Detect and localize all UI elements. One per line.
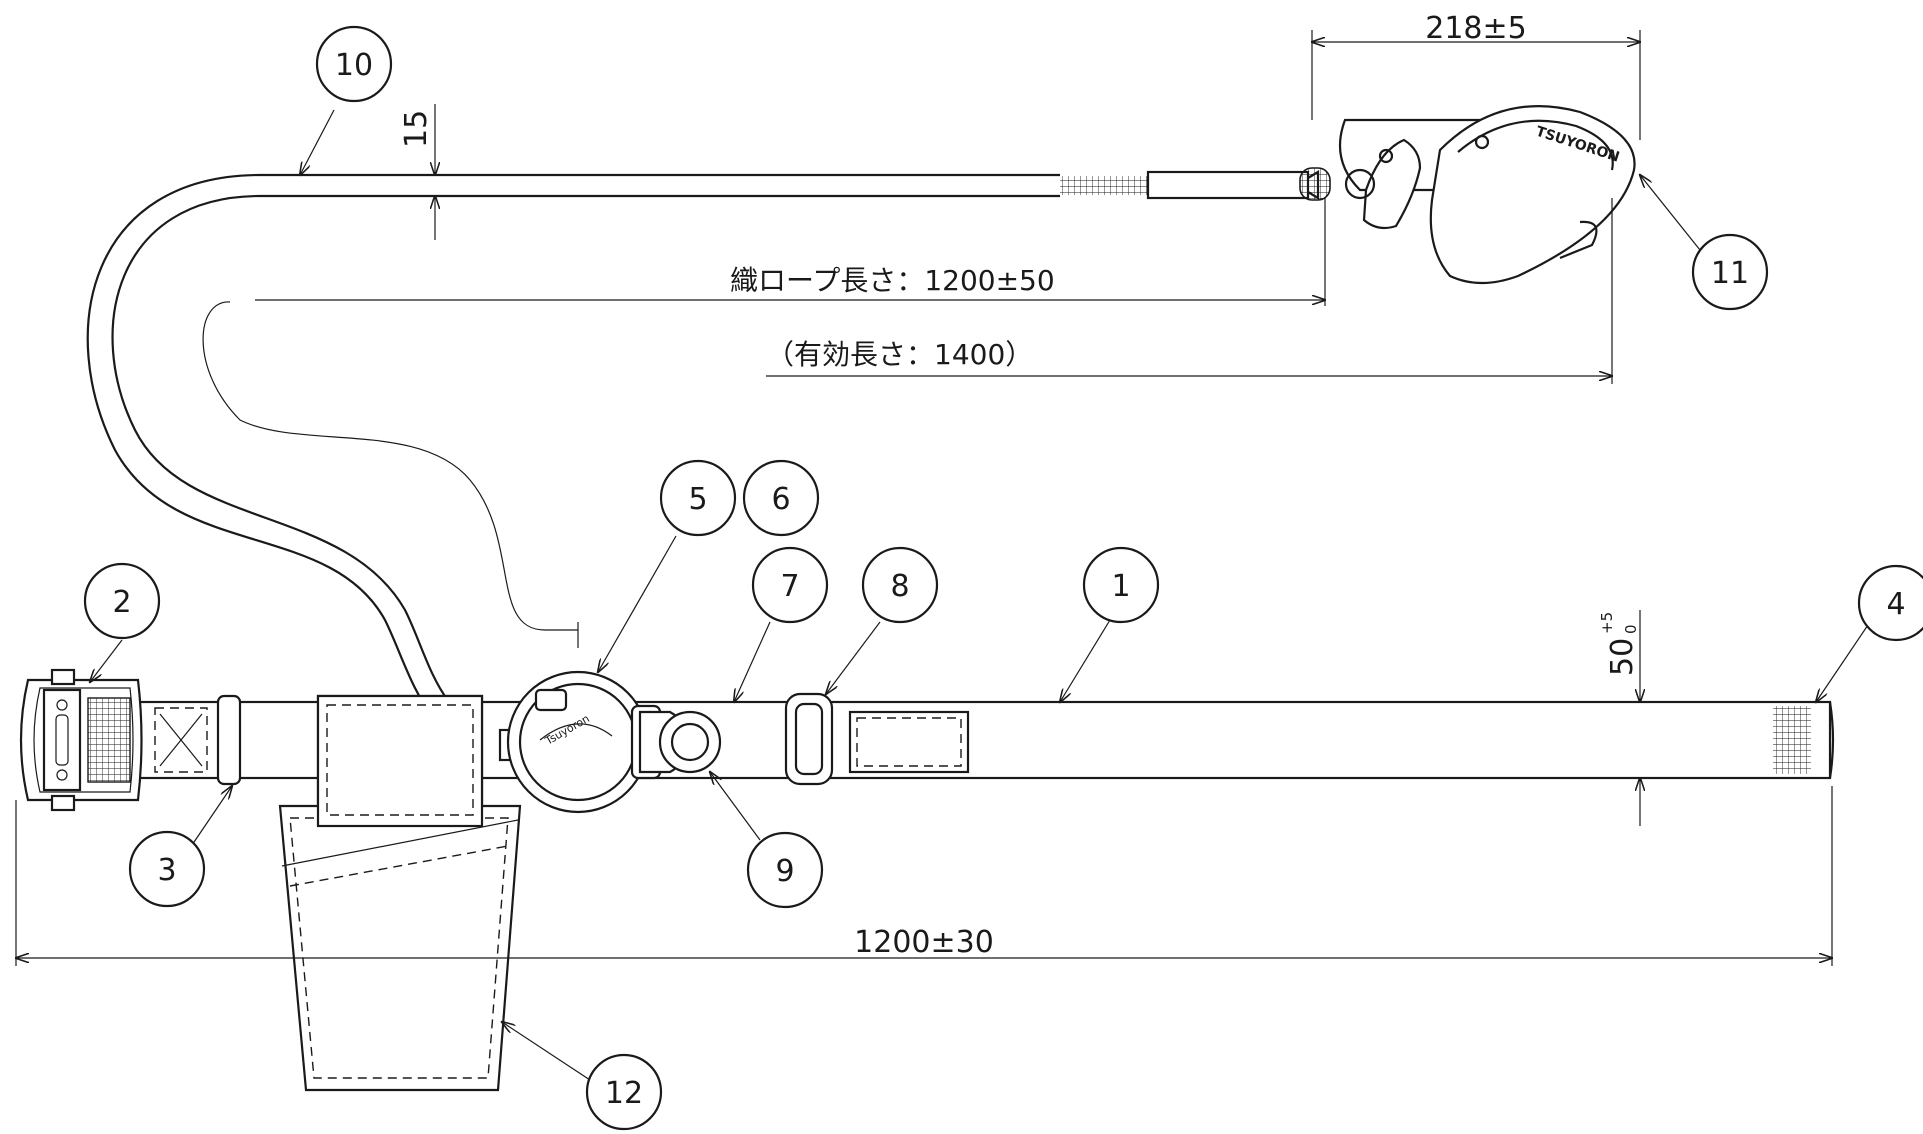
svg-text:5: 5 — [688, 482, 707, 517]
belt-keeper — [216, 694, 242, 786]
callout-6: 6 — [742, 459, 820, 537]
svg-text:9: 9 — [775, 854, 794, 889]
callout-5: 5 — [598, 459, 737, 672]
svg-text:1200±30: 1200±30 — [854, 925, 994, 960]
callout-3: 3 — [128, 786, 232, 908]
rope-sleeve — [1146, 170, 1310, 200]
svg-text:0: 0 — [1622, 624, 1640, 634]
belt-pad — [856, 717, 962, 767]
callout-9: 9 — [710, 772, 824, 909]
belt-end-tip — [1773, 706, 1811, 774]
svg-text:2: 2 — [112, 585, 131, 620]
belt-adjuster — [784, 692, 834, 786]
dim-rope-diameter: 15 — [399, 104, 435, 240]
dim-belt-width: 50 +5 0 — [1598, 610, 1640, 826]
svg-text:50: 50 — [1605, 638, 1640, 676]
callout-4: 4 — [1816, 564, 1923, 702]
svg-text:218±5: 218±5 — [1425, 11, 1526, 46]
rope-splice — [1060, 176, 1148, 195]
callout-10: 10 — [300, 25, 393, 175]
callout-2: 2 — [83, 562, 161, 682]
svg-text:7: 7 — [780, 569, 799, 604]
rope — [86, 167, 1331, 752]
buckle — [19, 668, 143, 812]
svg-text:12: 12 — [605, 1076, 643, 1111]
tool-pouch — [278, 694, 522, 1092]
svg-text:織ロープ長さ：1200±50: 織ロープ長さ：1200±50 — [730, 264, 1055, 297]
svg-text:4: 4 — [1886, 587, 1905, 622]
hook: TSUYORON — [1338, 105, 1636, 285]
svg-text:8: 8 — [890, 569, 909, 604]
dim-belt-length: 1200±30 — [16, 786, 1832, 966]
svg-text:10: 10 — [335, 48, 373, 83]
svg-text:15: 15 — [399, 110, 434, 148]
svg-text:1: 1 — [1111, 569, 1130, 604]
dim-effective-length: （有効長さ：1400） — [766, 198, 1612, 384]
svg-text:（有効長さ：1400）: （有効長さ：1400） — [766, 338, 1033, 371]
svg-text:3: 3 — [157, 853, 176, 888]
dim-hook-width: 218±5 — [1312, 11, 1640, 140]
callout-8: 8 — [826, 546, 939, 694]
callout-12: 12 — [502, 1022, 663, 1131]
dim-rope-length: 織ロープ長さ：1200±50 — [255, 198, 1325, 306]
callout-1: 1 — [1060, 546, 1160, 702]
svg-text:6: 6 — [771, 482, 790, 517]
callout-11: 11 — [1640, 175, 1769, 311]
d-ring — [630, 704, 722, 780]
rope-eye — [1299, 167, 1331, 201]
retractable-reel: Tsuyoron — [498, 670, 650, 814]
callout-7: 7 — [734, 546, 829, 702]
svg-text:11: 11 — [1711, 256, 1749, 291]
svg-text:+5: +5 — [1598, 612, 1616, 634]
